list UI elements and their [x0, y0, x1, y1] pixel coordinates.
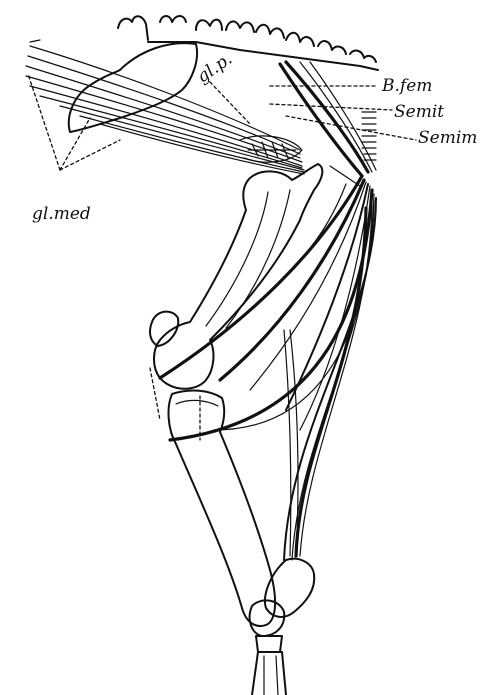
metatarsus-bone	[252, 652, 286, 695]
label-semimembranosus: Semim	[418, 130, 477, 147]
vertebral-column	[118, 16, 378, 70]
label-gluteus-medius: gl.med	[32, 206, 91, 223]
stifle-dashed-outline	[150, 368, 200, 440]
label-biceps-femoris: B.fem	[382, 78, 432, 95]
tibia-bone	[169, 391, 276, 627]
ischial-tuberosity-hatching	[362, 112, 376, 160]
gluteus-medius-fibers	[26, 40, 304, 174]
label-semitendinosus: Semit	[394, 104, 444, 121]
tarsus-bones	[250, 559, 315, 652]
femur-bone	[154, 164, 322, 389]
